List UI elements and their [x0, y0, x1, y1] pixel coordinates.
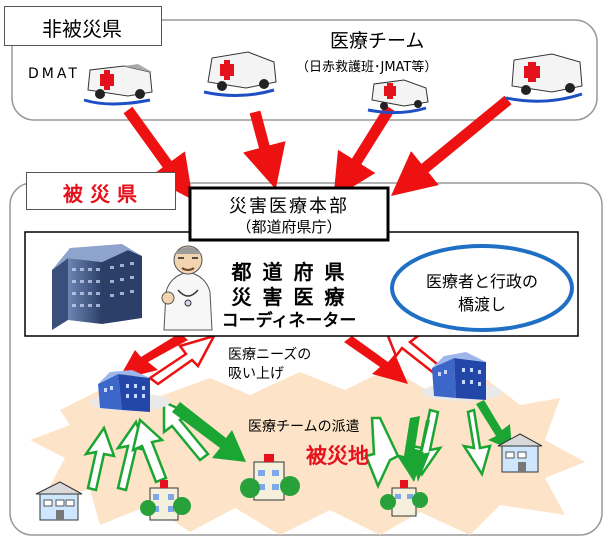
clinic-icon — [380, 480, 428, 517]
hq-box — [188, 186, 390, 242]
hq-subtitle: （都道府県庁） — [236, 218, 342, 236]
needs-line1: 医療ニーズの — [228, 347, 312, 363]
hospital-building-icon — [422, 352, 502, 401]
team-title: 医療チーム — [330, 30, 425, 52]
ambulance-icon — [83, 64, 153, 106]
clinic-icon — [240, 454, 300, 501]
clinic-icon — [35, 481, 83, 521]
bridge-ellipse — [390, 244, 574, 332]
needs-line2: 吸い上げ — [228, 366, 284, 382]
disaster-area-label: 被災地 — [306, 444, 369, 468]
green-arrows — [83, 400, 512, 492]
ambulance-icon — [203, 51, 277, 98]
dmat-label: DMAT — [28, 66, 80, 82]
team-to-hq-arrows — [123, 95, 512, 200]
bridge-line1: 医療者と行政の — [425, 272, 538, 291]
outer-region-label: 非被災県 — [42, 17, 122, 41]
affected-region-label: 被 災 県 — [63, 182, 137, 206]
dispatch-label: 医療チームの派遣 — [248, 419, 360, 435]
team-subtitle: （日赤救護班･JMAT等） — [296, 60, 438, 75]
hq-title: 災害医療本部 — [229, 196, 349, 217]
coordinator-line1: 都 道 府 県 — [231, 260, 347, 284]
clinic-icon — [497, 433, 543, 473]
red-arrow-left-down — [118, 333, 188, 380]
coordinator-line3: コーディネーター — [221, 311, 357, 331]
red-arrow-right-down — [344, 336, 408, 384]
ambulance-icon — [367, 79, 429, 115]
ambulance-icon — [505, 53, 583, 103]
hospital-building-icon — [90, 370, 170, 412]
coordinator-line2: 災 害 医 療 — [231, 285, 347, 309]
doctor-icon — [161, 245, 213, 331]
office-building-icon — [52, 244, 142, 330]
clinic-icon — [140, 480, 191, 521]
affected-region-label-box — [26, 172, 176, 210]
red-arrow-left-up — [147, 333, 217, 386]
bridge-line2: 橋渡し — [457, 295, 506, 314]
outer-region-label-box — [4, 6, 162, 46]
